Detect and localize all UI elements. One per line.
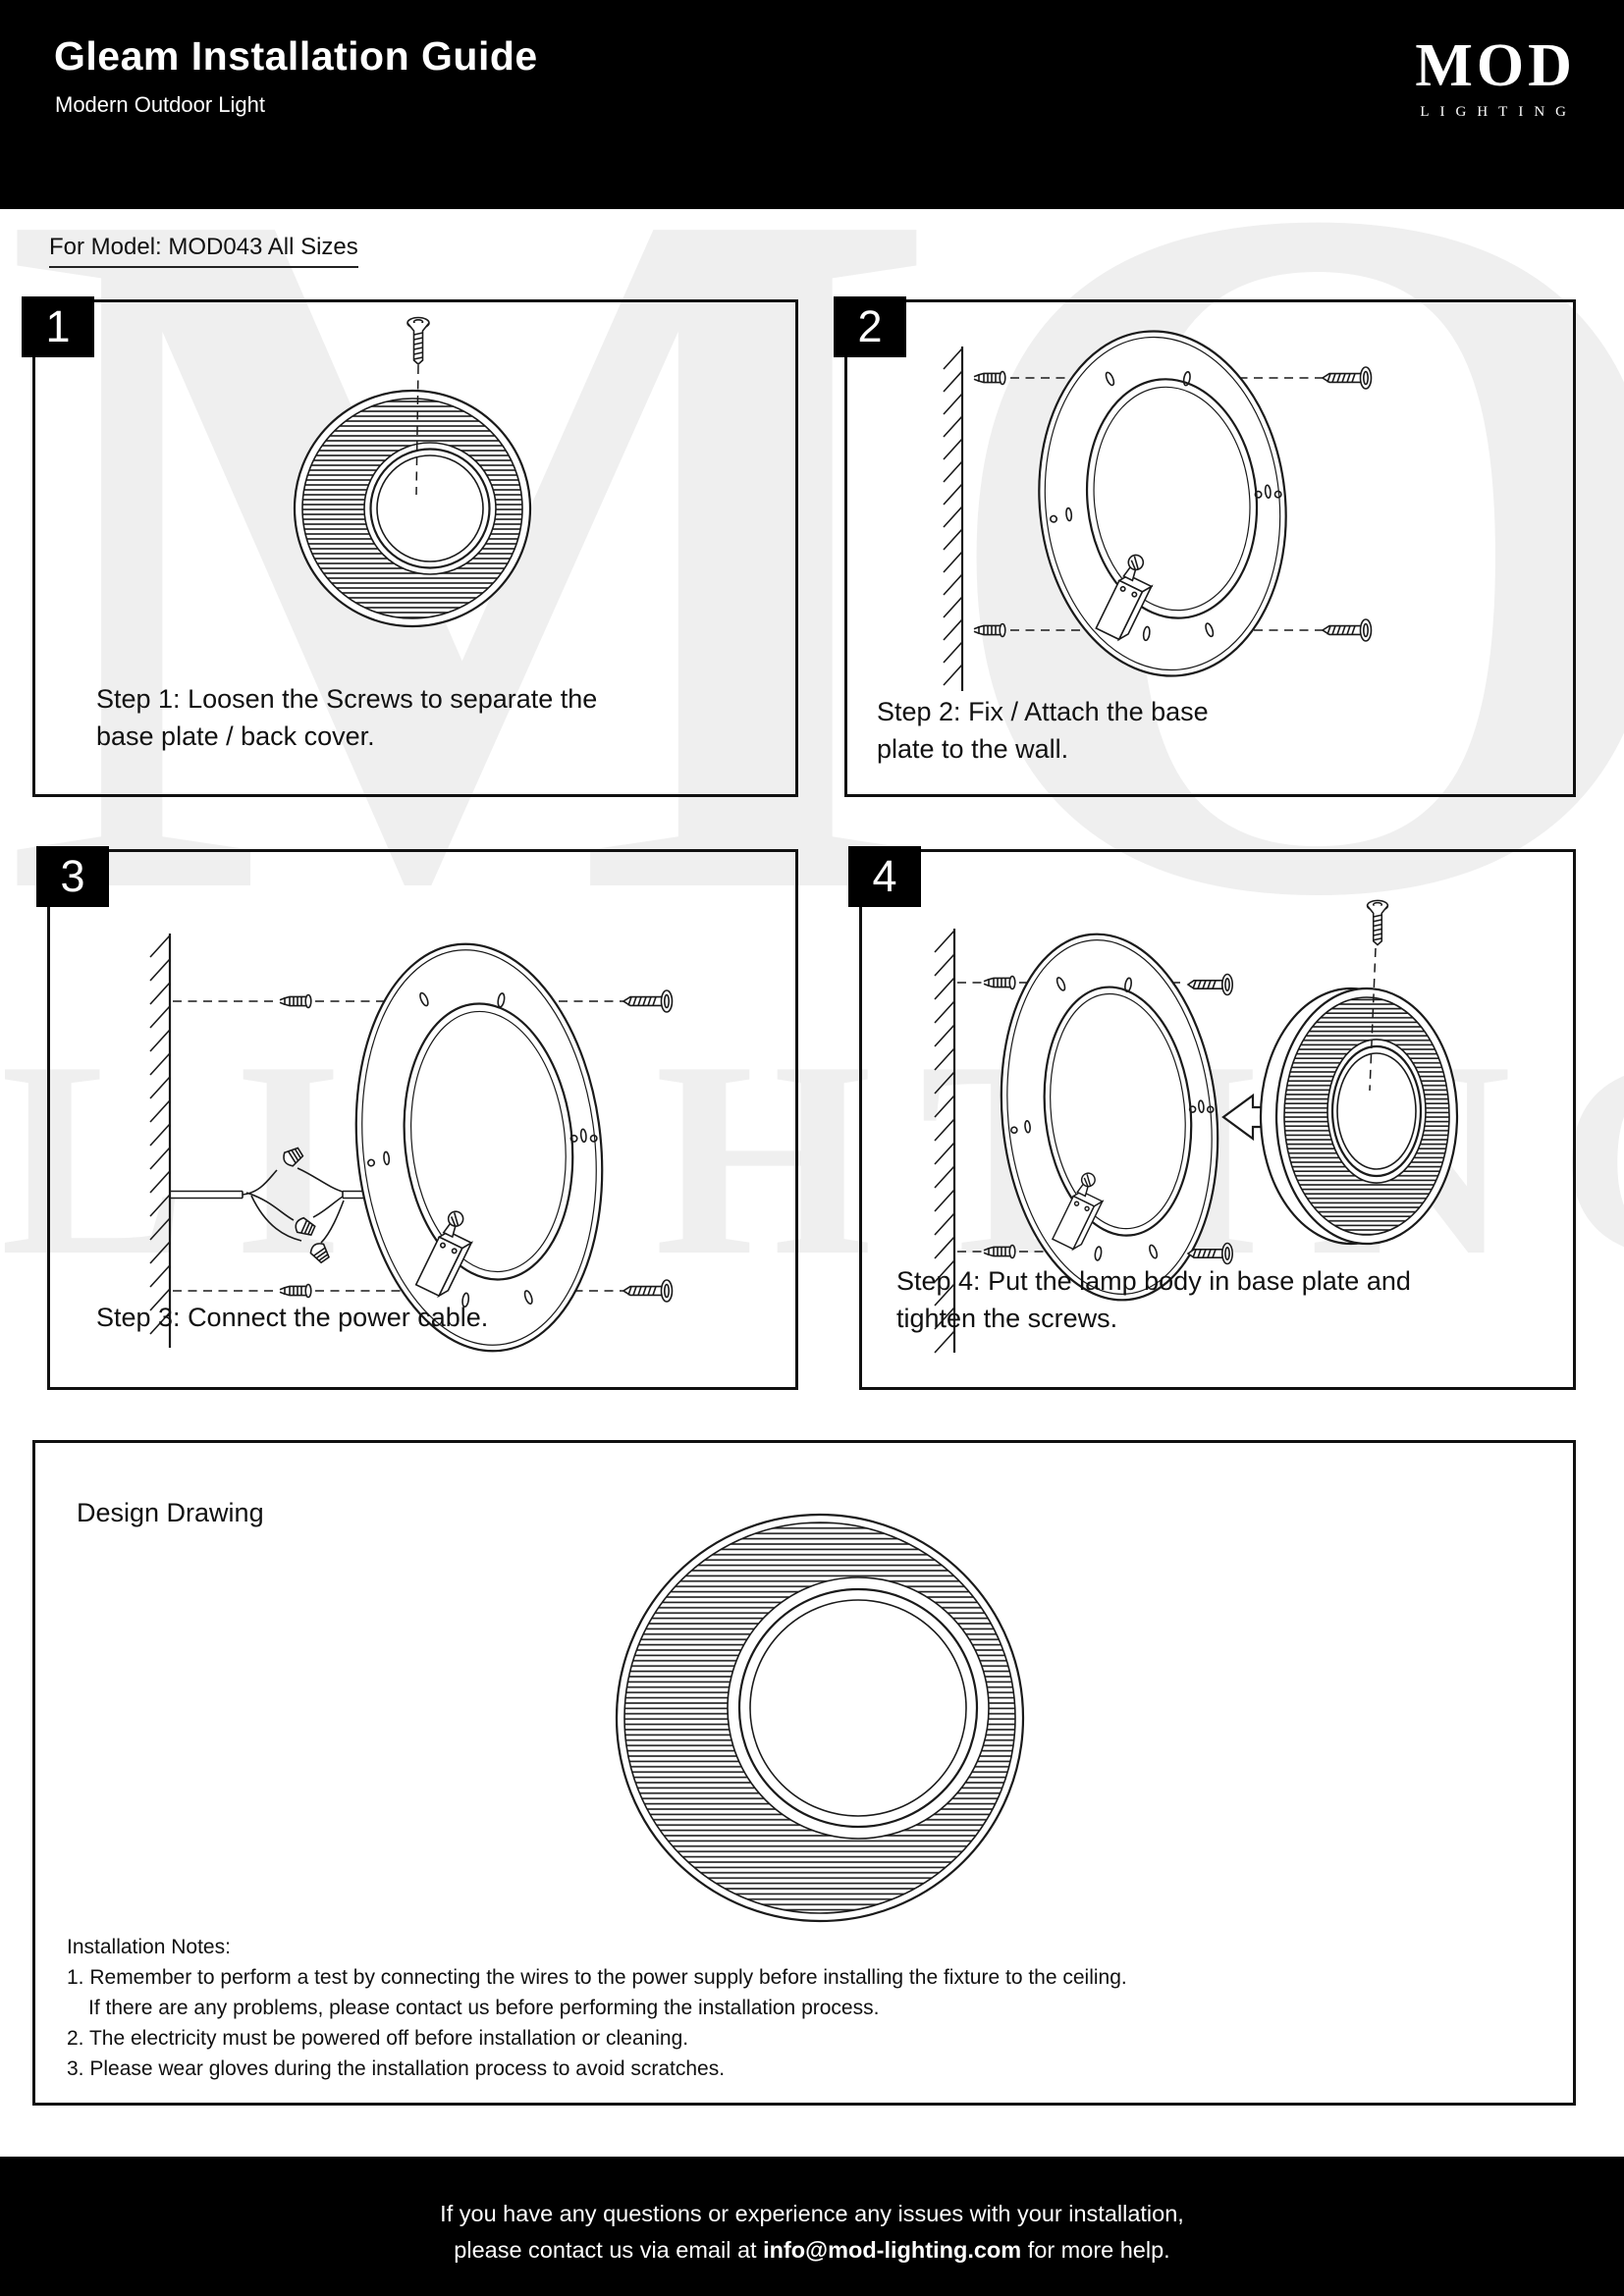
cable-connector (1051, 1172, 1105, 1252)
step-badge-2: 2 (834, 296, 906, 357)
notes-line: If there are any problems, please contac… (88, 1997, 880, 2019)
wall-anchor-icon (279, 1283, 312, 1299)
lamp-ring (293, 389, 532, 628)
notes-line: 2. The electricity must be powered off b… (67, 2027, 689, 2050)
step-panel-4: 4 Step 4: Put the lamp body in base plat… (848, 846, 1576, 1390)
design-drawing-title: Design Drawing (77, 1498, 264, 1527)
step-panel-1: 1 Step 1: Loosen the Screws to separate … (22, 296, 798, 797)
step-panel-2: 2 (834, 296, 1576, 797)
notes-heading: Installation Notes: (67, 1936, 231, 1958)
screw-icon (622, 1279, 674, 1303)
screw-icon (622, 989, 674, 1013)
footer: If you have any questions or experience … (0, 2157, 1624, 2296)
page-subtitle: Modern Outdoor Light (55, 92, 266, 117)
notes-line: 1. Remember to perform a test by connect… (67, 1966, 1127, 1989)
step4-diagram (934, 899, 1459, 1354)
wall-anchor-icon (279, 993, 312, 1009)
lamp-body (1259, 987, 1459, 1246)
screw-icon (1186, 1242, 1233, 1265)
watermark-mod: MOD (0, 0, 1624, 1102)
cable-connector (1095, 554, 1154, 642)
footer-line2-suffix: for more help. (1021, 2237, 1170, 2263)
alignment-dashed-line (1369, 947, 1377, 1092)
brand-logo-secondary: LIGHTING (1420, 104, 1577, 120)
step2-diagram (943, 330, 1373, 691)
installation-notes: Installation Notes: 1. Remember to perfo… (67, 1932, 1127, 2084)
page-title: Gleam Installation Guide (54, 33, 538, 79)
screw-icon (1186, 973, 1233, 996)
wall-anchor-icon (973, 622, 1006, 638)
base-plate (1038, 330, 1287, 677)
footer-line1: If you have any questions or experience … (440, 2201, 1184, 2226)
alignment-dashed-line (415, 364, 419, 496)
step-caption-4: Step 4: Put the lamp body in base plate … (896, 1266, 1411, 1333)
screw-icon (1321, 618, 1373, 642)
cable-connector (414, 1210, 473, 1299)
screw-icon (406, 316, 430, 366)
base-plate (1000, 933, 1219, 1302)
header: Gleam Installation Guide Modern Outdoor … (0, 0, 1624, 209)
design-drawing-diagram (615, 1513, 1025, 1923)
footer-line2: please contact us via email at info@mod-… (0, 2232, 1624, 2269)
step-badge-4: 4 (848, 846, 921, 907)
design-drawing-panel: Design Drawing Installation Notes: 1. Re… (32, 1440, 1576, 2106)
step-badge-3: 3 (36, 846, 109, 907)
base-plate (354, 942, 604, 1353)
step-caption-2: Step 2: Fix / Attach the base plate to t… (877, 697, 1209, 764)
screw-icon (1366, 899, 1389, 946)
footer-line2-prefix: please contact us via email at (454, 2237, 764, 2263)
brand-logo: MOD LIGHTING (1414, 35, 1577, 121)
step-panel-3: 3 Step 3: Connect the power cable. (36, 846, 798, 1390)
screw-icon (1321, 366, 1373, 390)
wall (943, 347, 964, 691)
step-badge-1: 1 (22, 296, 94, 357)
lamp-ring (615, 1513, 1025, 1923)
notes-line: 3. Please wear gloves during the install… (67, 2057, 726, 2080)
step-caption-3: Step 3: Connect the power cable. (96, 1303, 489, 1332)
wall-anchor-icon (983, 1244, 1016, 1259)
step-caption-1: Step 1: Loosen the Screws to separate th… (96, 684, 598, 751)
power-cable (170, 1147, 366, 1264)
model-label: For Model: MOD043 All Sizes (49, 234, 358, 268)
step3-diagram (149, 934, 674, 1353)
step1-diagram (293, 316, 532, 628)
brand-logo-primary: MOD (1415, 32, 1576, 99)
wall (934, 929, 956, 1354)
wall-anchor-icon (983, 975, 1016, 990)
footer-email: info@mod-lighting.com (763, 2237, 1022, 2263)
wall-anchor-icon (973, 370, 1006, 386)
wall (149, 934, 172, 1348)
